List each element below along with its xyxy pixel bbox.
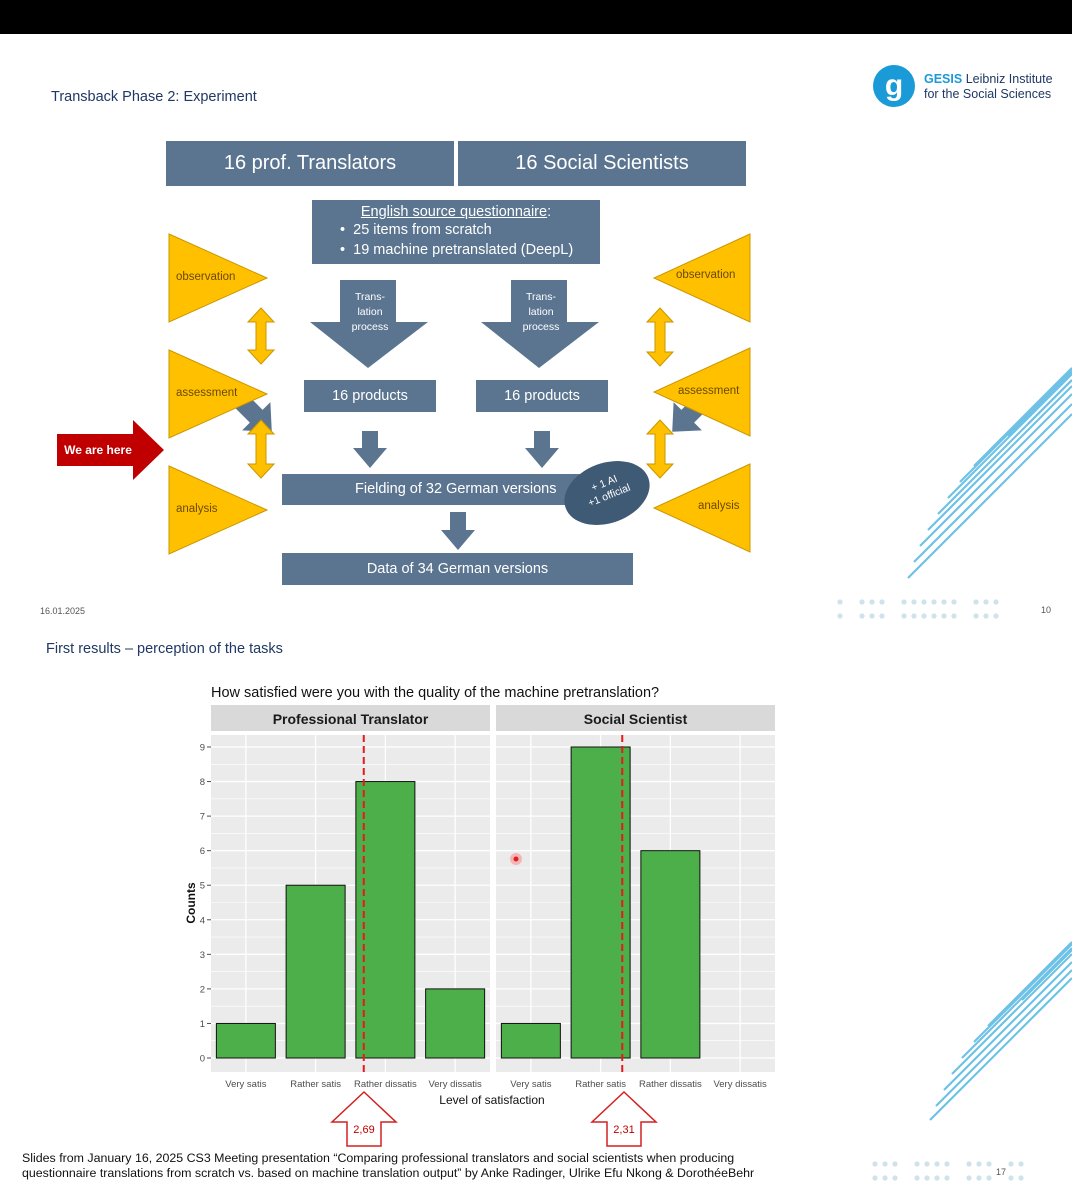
mean-left-label: 2,69 (353, 1124, 374, 1136)
facet-strip (211, 705, 490, 731)
x-tick-label: Very satis (225, 1079, 266, 1090)
bar (570, 746, 631, 1059)
gesis-logo-icon: g (873, 65, 915, 107)
products-right-box (476, 380, 608, 412)
triangle-right (652, 233, 751, 323)
x-tick-label: Rather satis (290, 1079, 341, 1090)
bar (355, 781, 416, 1059)
data-box (282, 553, 633, 585)
fielding-text: Fielding of 32 German versions (355, 481, 557, 497)
arrow-down-icon (353, 431, 387, 468)
y-tick-label: 3 (200, 950, 205, 961)
products-left: 16 products (332, 388, 408, 404)
x-tick-label: Rather satis (575, 1079, 626, 1090)
y-tick-label: 0 (200, 1054, 205, 1065)
bar (425, 988, 486, 1059)
process-arrow-left-icon (310, 280, 428, 368)
x-axis-title: Level of satisfaction (439, 1093, 544, 1107)
dots-decoration-icon (872, 1161, 1024, 1181)
bar (285, 884, 346, 1059)
bar (500, 1022, 561, 1059)
mean-arrow-right-icon (590, 1090, 658, 1147)
box-translators: 16 prof. Translators (166, 141, 454, 186)
caption-line: questionnaire translations from scratch … (22, 1166, 755, 1180)
right-triangle-label: observation (676, 269, 736, 281)
products-left-box (304, 380, 436, 412)
facet-strip (496, 705, 775, 731)
box-social-scientists: 16 Social Scientists (458, 141, 746, 186)
panel-background (496, 735, 775, 1072)
source-colon: : (547, 204, 552, 220)
arrow-down-icon (441, 512, 475, 550)
mean-arrow-left-icon (330, 1090, 398, 1147)
top-bar (0, 0, 1072, 34)
left-triangle-label: assessment (176, 387, 238, 399)
triangle-left (168, 233, 269, 323)
cursor-dot-icon (513, 856, 519, 862)
triangle-right (652, 347, 751, 437)
process-arrow-right-icon (481, 280, 599, 368)
slide-title: Transback Phase 2: Experiment (51, 89, 257, 105)
y-tick-label: 8 (200, 777, 205, 788)
right-triangle-label: assessment (678, 385, 740, 397)
facet-label: Social Scientist (584, 711, 688, 727)
bar (215, 1022, 276, 1059)
slide-page-number: 10 (1041, 605, 1052, 615)
arrow-down-icon (525, 431, 559, 468)
source-questionnaire-box: English source questionnaire: • 25 items… (312, 200, 600, 264)
y-tick-label: 2 (200, 984, 205, 995)
source-heading: English source questionnaire (360, 204, 548, 220)
source-list: • 25 items from scratch • 19 machine pre… (312, 220, 600, 260)
bar (640, 850, 701, 1059)
we-are-here-label: We are here (64, 443, 132, 457)
caption-line: Slides from January 16, 2025 CS3 Meeting… (22, 1151, 735, 1165)
left-triangle-label: analysis (176, 503, 218, 515)
logo-text: GESIS Leibniz Institute for the Social S… (924, 72, 1053, 102)
source-heading-row: English source questionnaire: (312, 204, 600, 220)
logo-line1: Leibniz Institute (965, 72, 1053, 86)
oval-badge (564, 461, 650, 525)
y-tick-label: 9 (200, 743, 205, 754)
caption: Slides from January 16, 2025 CS3 Meeting… (22, 1151, 862, 1181)
decorative-stripes-icon (907, 367, 1072, 579)
source-item: • 25 items from scratch (340, 222, 492, 238)
satisfaction-chart: How satisfied were you with the quality … (184, 685, 1072, 1147)
products-right: 16 products (504, 388, 580, 404)
double-arrow-icon (246, 307, 675, 479)
x-tick-label: Rather dissatis (639, 1079, 702, 1090)
logo-line2: for the Social Sciences (924, 87, 1052, 101)
y-tick-label: 5 (200, 881, 205, 892)
x-tick-label: Very dissatis (713, 1079, 767, 1090)
x-tick-label: Rather dissatis (354, 1079, 417, 1090)
slide-date: 16.01.2025 (40, 606, 86, 616)
triangle-left (168, 465, 269, 555)
triangle-left (168, 349, 269, 439)
mean-right-label: 2,31 (613, 1124, 634, 1136)
triangle-right (652, 463, 751, 553)
right-triangle-label: analysis (698, 500, 740, 512)
left-triangle-label: observation (176, 271, 236, 283)
dots-decoration-icon (837, 599, 999, 619)
y-tick-label: 4 (200, 915, 205, 926)
logo-letter: g (885, 69, 903, 102)
decorative-stripes-icon (929, 941, 1072, 1121)
x-tick-label: Very satis (510, 1079, 551, 1090)
logo-brand: GESIS (924, 72, 963, 86)
chart-title: How satisfied were you with the quality … (211, 685, 659, 701)
facet-label: Professional Translator (273, 711, 429, 727)
source-item: • 19 machine pretranslated (DeepL) (340, 242, 574, 258)
data-box-text: Data of 34 German versions (366, 561, 549, 577)
x-tick-label: Very dissatis (428, 1079, 482, 1090)
y-axis-title: Counts (184, 882, 198, 924)
flow-diagram (57, 233, 1072, 585)
slide2-title: First results – perception of the tasks (46, 641, 283, 657)
slide2-page-number: 17 (996, 1167, 1007, 1177)
y-tick-label: 1 (200, 1019, 205, 1030)
we-are-here-arrow-icon (57, 420, 164, 480)
y-tick-label: 7 (200, 812, 205, 823)
y-tick-label: 6 (200, 846, 205, 857)
